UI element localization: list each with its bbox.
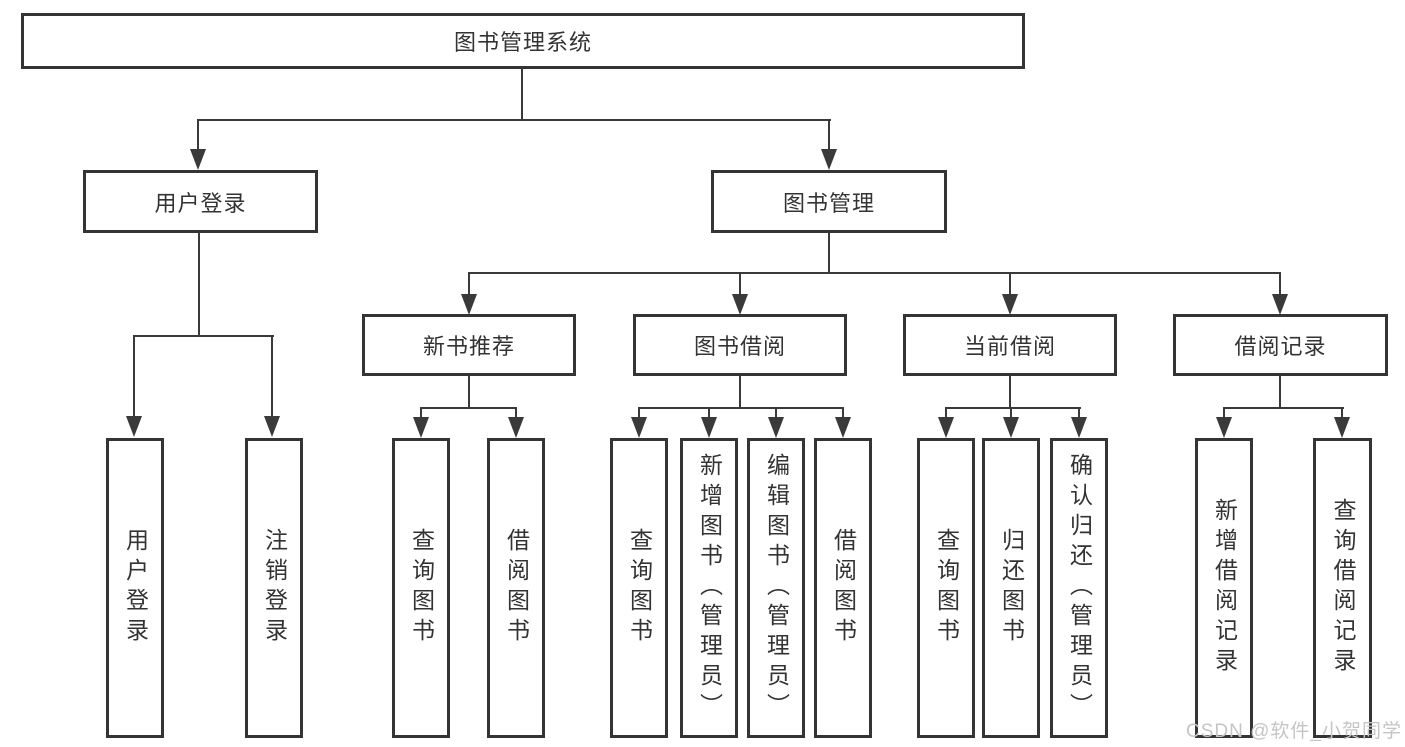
connector-shaft bbox=[468, 272, 470, 296]
leaf-user-login: 用户登录 bbox=[106, 438, 164, 738]
leaf-borrowing-edit-books-admin: 编辑图书（管理员） bbox=[747, 438, 805, 738]
connector-split bbox=[133, 335, 274, 337]
connector-shaft bbox=[739, 272, 741, 296]
leaf-records-add-record: 新增借阅记录 bbox=[1195, 438, 1253, 738]
connector-shaft bbox=[1223, 407, 1225, 419]
arrowhead-down bbox=[938, 417, 954, 438]
connector-shaft bbox=[1279, 272, 1281, 296]
arrowhead-down bbox=[701, 417, 717, 438]
connector-shaft bbox=[515, 407, 517, 419]
connector-shaft bbox=[842, 407, 844, 419]
arrowhead-down bbox=[732, 294, 748, 315]
connector-shaft bbox=[945, 407, 947, 419]
connector-shaft bbox=[1009, 272, 1011, 296]
connector-shaft bbox=[133, 335, 135, 418]
connector-shaft bbox=[271, 335, 273, 418]
node-borrowing-records: 借阅记录 bbox=[1173, 314, 1388, 376]
node-user-login: 用户登录 bbox=[83, 170, 318, 233]
arrowhead-down bbox=[1071, 417, 1087, 438]
connector-shaft bbox=[1010, 407, 1012, 419]
connector-root-stem bbox=[521, 68, 523, 121]
arrowhead-down bbox=[1002, 294, 1018, 315]
arrowhead-down bbox=[264, 416, 280, 437]
arrowhead-down bbox=[835, 417, 851, 438]
watermark: CSDN @软件_小贺同学 bbox=[1186, 721, 1402, 742]
connector-shaft bbox=[1341, 407, 1343, 419]
node-book-management: 图书管理 bbox=[711, 170, 947, 233]
connector-level1-split bbox=[197, 119, 831, 121]
arrowhead-down bbox=[1272, 294, 1288, 315]
leaf-current-query-books: 查询图书 bbox=[917, 438, 975, 738]
connector-shaft bbox=[708, 407, 710, 419]
arrowhead-down bbox=[821, 149, 837, 170]
leaf-records-query-record: 查询借阅记录 bbox=[1313, 438, 1372, 738]
connector-split bbox=[420, 407, 517, 409]
arrowhead-down bbox=[508, 417, 524, 438]
connector-stem bbox=[198, 233, 200, 337]
connector-stem bbox=[1279, 376, 1281, 409]
connector-split bbox=[945, 407, 1081, 409]
leaf-current-return-books: 归还图书 bbox=[982, 438, 1040, 738]
leaf-current-confirm-return-admin: 确认归还（管理员） bbox=[1050, 438, 1108, 738]
arrowhead-down bbox=[768, 417, 784, 438]
arrowhead-down bbox=[1334, 417, 1350, 438]
leaf-recommend-borrow-books: 借阅图书 bbox=[487, 438, 545, 738]
connector-shaft bbox=[775, 407, 777, 419]
connector-stem bbox=[468, 376, 470, 409]
leaf-borrowing-query-books: 查询图书 bbox=[610, 438, 668, 738]
arrowhead-down bbox=[413, 417, 429, 438]
leaf-borrowing-borrow-books: 借阅图书 bbox=[814, 438, 872, 738]
arrowhead-down bbox=[190, 149, 206, 170]
node-book-borrowing: 图书借阅 bbox=[633, 314, 847, 376]
connector-stem bbox=[828, 233, 830, 274]
arrowhead-down bbox=[126, 416, 142, 437]
connector-level2-split bbox=[468, 272, 1281, 274]
node-library-management-system: 图书管理系统 bbox=[21, 13, 1025, 69]
node-new-book-recommend: 新书推荐 bbox=[362, 314, 576, 376]
connector-shaft bbox=[828, 119, 830, 152]
connector-stem bbox=[739, 376, 741, 409]
arrowhead-down bbox=[461, 294, 477, 315]
node-current-borrowing: 当前借阅 bbox=[903, 314, 1117, 376]
connector-shaft bbox=[638, 407, 640, 419]
connector-shaft bbox=[197, 119, 199, 152]
connector-shaft bbox=[1078, 407, 1080, 419]
connector-shaft bbox=[420, 407, 422, 419]
connector-stem bbox=[1009, 376, 1011, 409]
leaf-logout-login: 注销登录 bbox=[245, 438, 303, 738]
leaf-borrowing-add-books-admin: 新增图书（管理员） bbox=[680, 438, 738, 738]
arrowhead-down bbox=[631, 417, 647, 438]
leaf-recommend-query-books: 查询图书 bbox=[392, 438, 450, 738]
connector-split bbox=[638, 407, 844, 409]
arrowhead-down bbox=[1003, 417, 1019, 438]
connector-split bbox=[1223, 407, 1344, 409]
arrowhead-down bbox=[1216, 417, 1232, 438]
